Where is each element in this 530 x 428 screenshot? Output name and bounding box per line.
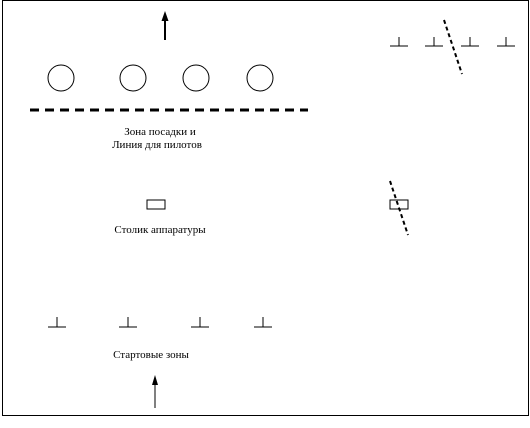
alt-start-marker-4 (497, 37, 515, 47)
start-marker-4 (254, 317, 272, 328)
landing-zone-label-line1: Зона посадки и (124, 126, 196, 138)
landing-circle-1 (47, 64, 75, 92)
landing-circle-2 (119, 64, 147, 92)
start-zones-label: Стартовые зоны (113, 349, 189, 361)
equipment-table-marker (146, 199, 166, 210)
equipment-table-label: Столик аппаратуры (114, 224, 206, 236)
start-marker-3 (191, 317, 209, 328)
landing-circle-4 (246, 64, 274, 92)
alt-pilot-line-middle (389, 180, 409, 236)
landing-zone-label-line2: Линия для пилотов (112, 139, 202, 151)
alt-pilot-line-top (443, 19, 463, 75)
wind-direction-arrow-top (161, 11, 169, 40)
alt-start-marker-3 (461, 37, 479, 47)
field-border (2, 0, 529, 416)
wind-direction-arrow-bottom (152, 375, 158, 408)
alt-start-marker-2 (425, 37, 443, 47)
start-marker-2 (119, 317, 137, 328)
start-marker-1 (48, 317, 66, 328)
landing-circle-3 (182, 64, 210, 92)
alt-start-marker-1 (390, 37, 408, 47)
